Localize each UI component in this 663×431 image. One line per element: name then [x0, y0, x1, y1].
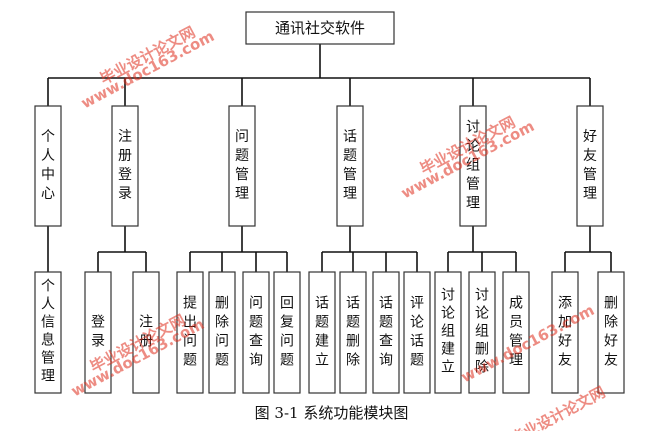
module-4-child-0-box: [434, 271, 462, 394]
module-3-child-1-box: [339, 271, 367, 394]
module-3-label: 话题管理: [343, 129, 357, 202]
module-1-box: [111, 105, 139, 227]
module-5-box: [576, 105, 604, 227]
module-2: 问题管理: [228, 105, 256, 227]
module-5-child-1-box: [597, 271, 625, 394]
module-1-child-1-label: 注册: [139, 315, 153, 350]
module-0-child-0: 个人信息管理: [34, 271, 62, 394]
module-1-child-0-box: [84, 271, 112, 394]
module-2-child-0-label: 提出问题: [183, 296, 197, 369]
module-3: 话题管理: [336, 105, 364, 227]
module-2-child-2: 问题查询: [242, 271, 270, 394]
module-3-child-3-label: 评论话题: [410, 296, 424, 369]
module-1-child-1: 注册: [132, 271, 160, 394]
module-3-child-0-box: [308, 271, 336, 394]
module-0-label: 个人中心: [41, 129, 55, 202]
module-4-child-0: 讨论组建立: [434, 271, 462, 394]
module-4-child-1-label: 讨论组删除: [475, 288, 489, 376]
module-5-child-0-box: [551, 271, 579, 394]
module-1-child-0-label: 登录: [91, 315, 105, 350]
module-4-box: [459, 105, 487, 227]
module-3-child-1: 话题删除: [339, 271, 367, 394]
module-3-child-2: 话题查询: [372, 271, 400, 394]
module-5-child-1-label: 删除好友: [604, 296, 618, 369]
module-1-child-0: 登录: [84, 271, 112, 394]
module-3-child-1-label: 话题删除: [346, 296, 360, 369]
module-1-child-1-box: [132, 271, 160, 394]
module-4-child-2-label: 成员管理: [509, 296, 523, 369]
root-node-label: 通讯社交软件: [275, 19, 365, 37]
module-3-child-3-box: [403, 271, 431, 394]
module-2-child-3-box: [273, 271, 301, 394]
root-node: 通讯社交软件: [245, 11, 395, 45]
module-2-child-1: 删除问题: [208, 271, 236, 394]
module-4-child-0-label: 讨论组建立: [441, 288, 455, 376]
module-2-child-0-box: [176, 271, 204, 394]
module-5: 好友管理: [576, 105, 604, 227]
module-0-child-0-label: 个人信息管理: [41, 279, 55, 385]
module-4-child-1-box: [468, 271, 496, 394]
module-2-child-2-label: 问题查询: [249, 296, 263, 369]
module-0: 个人中心: [34, 105, 62, 227]
module-5-child-0-label: 添加好友: [558, 296, 572, 369]
module-3-child-0-label: 话题建立: [315, 296, 329, 369]
module-2-label: 问题管理: [235, 129, 249, 202]
module-4: 讨论组管理: [459, 105, 487, 227]
module-3-child-2-label: 话题查询: [379, 296, 393, 369]
module-2-child-1-label: 删除问题: [215, 296, 229, 369]
module-5-child-1: 删除好友: [597, 271, 625, 394]
module-2-child-2-box: [242, 271, 270, 394]
module-2-child-3-label: 回复问题: [280, 296, 294, 369]
module-3-child-0: 话题建立: [308, 271, 336, 394]
module-5-label: 好友管理: [583, 129, 597, 202]
module-4-child-2: 成员管理: [502, 271, 530, 394]
module-4-child-2-box: [502, 271, 530, 394]
module-3-child-3: 评论话题: [403, 271, 431, 394]
module-3-child-2-box: [372, 271, 400, 394]
module-2-child-1-box: [208, 271, 236, 394]
connector-lines: [47, 44, 612, 272]
module-5-child-0: 添加好友: [551, 271, 579, 394]
module-1-label: 注册登录: [118, 129, 132, 202]
module-1: 注册登录: [111, 105, 139, 227]
module-3-box: [336, 105, 364, 227]
module-0-child-0-box: [34, 271, 62, 394]
module-2-box: [228, 105, 256, 227]
root-node-box: [245, 11, 395, 45]
watermark-text-1: www.doc163.com: [78, 27, 217, 112]
module-2-child-0: 提出问题: [176, 271, 204, 394]
module-4-child-1: 讨论组删除: [468, 271, 496, 394]
module-4-label: 讨论组管理: [466, 120, 480, 212]
module-2-child-3: 回复问题: [273, 271, 301, 394]
figure-caption: 图 3-1 系统功能模块图: [254, 404, 409, 422]
module-0-box: [34, 105, 62, 227]
